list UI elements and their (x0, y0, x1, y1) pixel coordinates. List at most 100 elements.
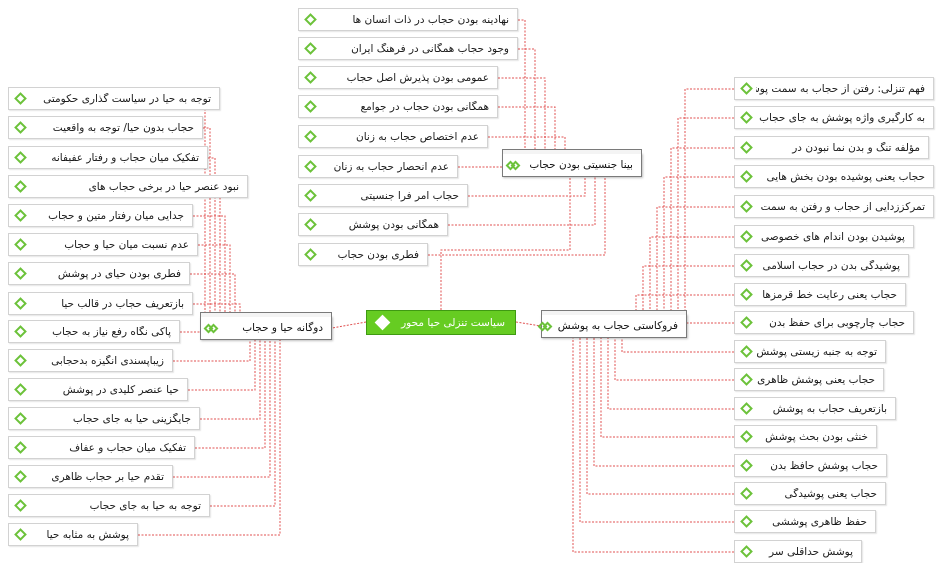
connector-line (428, 153, 606, 256)
connector-line (586, 338, 734, 495)
topic-node[interactable]: توجه به حیا در سیاست گذاری حکومتی (8, 87, 220, 110)
connector-line (190, 273, 236, 316)
branch-topic-right[interactable]: فروکاستی حجاب به پوشش (537, 310, 687, 338)
topic-label: همگانی بودن حجاب در جوامع (360, 100, 489, 113)
topic-node[interactable]: وجود حجاب همگانی در فرهنگ ایران (298, 37, 518, 60)
topic-label: توجه به حیا در سیاست گذاری حکومتی (43, 92, 211, 105)
topic-label: حجاب امر فرا جنسیتی (360, 189, 459, 202)
topic-node[interactable]: به کارگیری واژه پوشش به جای حجاب (734, 106, 934, 129)
topic-label: همگانی بودن پوشش (348, 218, 439, 231)
topic-node[interactable]: حجاب یعنی پوشیدگی (734, 482, 886, 505)
topic-node[interactable]: عدم نسبت میان حیا و حجاب (8, 233, 198, 256)
topic-node[interactable]: فهم تنزلی: رفتن از حجاب به سمت پوشش (734, 77, 934, 100)
topic-node[interactable]: توجه به حیا به جای حجاب (8, 494, 210, 517)
diamond-icon (740, 200, 753, 213)
root-topic-label: سیاست تنزلی حیا محور (401, 316, 505, 329)
connector-line (649, 236, 734, 314)
root-topic[interactable]: سیاست تنزلی حیا محور (366, 310, 516, 335)
topic-label: مؤلفه تنگ و بدن نما نبودن در (792, 141, 920, 154)
diamond-icon (14, 470, 27, 483)
topic-node[interactable]: پوشیدن بودن اندام های خصوصی (734, 225, 914, 248)
topic-node[interactable]: تمرکززدایی از حجاب و رفتن به سمت (734, 195, 934, 218)
diamond-icon (14, 180, 27, 193)
connector-line (173, 340, 251, 362)
topic-node[interactable]: پوشش حداقلی سر (734, 540, 862, 563)
topic-node[interactable]: فطری بودن حجاب (298, 243, 428, 266)
topic-label: به کارگیری واژه پوشش به جای حجاب (759, 111, 925, 124)
diamond-icon (14, 238, 27, 251)
topic-node[interactable]: جدایی میان رفتار متین و حجاب (8, 204, 193, 227)
topic-node[interactable]: جایگزینی حیا به جای حجاب (8, 407, 200, 430)
topic-label: پوشش حداقلی سر (769, 545, 853, 558)
topic-node[interactable]: فطری بودن حیای در پوشش (8, 262, 190, 285)
topic-node[interactable]: حجاب یعنی رعایت خط قرمزها (734, 283, 906, 306)
connector-line (210, 340, 276, 507)
topic-node[interactable]: نبود عنصر حیا در برخی حجاب های (8, 175, 248, 198)
diamond-icon (740, 345, 753, 358)
connector-line (440, 177, 571, 310)
connector-line (677, 117, 734, 314)
connector-line (600, 338, 734, 438)
topic-node[interactable]: حجاب پوشش حافظ بدن (734, 454, 887, 477)
diamond-icon (14, 412, 27, 425)
diamond-icon (740, 459, 753, 472)
topic-node[interactable]: همگانی بودن حجاب در جوامع (298, 95, 498, 118)
topic-node[interactable]: حجاب یعنی پوشش ظاهری (734, 368, 884, 391)
topic-node[interactable]: بازتعریف حجاب در قالب حیا (8, 292, 193, 315)
topic-node[interactable]: نهادینه بودن حجاب در ذات انسان ها (298, 8, 518, 31)
topic-node[interactable]: توجه به جنبه زیستی پوشش (734, 340, 886, 363)
connector-line (188, 340, 256, 391)
diamond-icon (740, 545, 753, 558)
branch-topic-left[interactable]: دوگانه حیا و حجاب (200, 312, 332, 340)
diamond-icon (304, 130, 317, 143)
connector-line (208, 157, 216, 316)
topic-node[interactable]: تفکیک میان حجاب و عفاف (8, 436, 195, 459)
topic-node[interactable]: تفکیک میان حجاب و رفتار عفیفانه (8, 146, 208, 169)
topic-node[interactable]: حجاب یعنی پوشیده بودن بخش هایی (734, 165, 934, 188)
connector-line (663, 176, 734, 314)
topic-node[interactable]: حجاب امر فرا جنسیتی (298, 184, 468, 207)
topic-node[interactable]: زیباپسندی انگیزه بدحجابی (8, 349, 173, 372)
topic-node[interactable]: حجاب چارچوبی برای حفظ بدن (734, 311, 914, 334)
topic-label: حجاب بدون حیا/ توجه به واقعیت (52, 121, 194, 134)
topic-label: حجاب چارچوبی برای حفظ بدن (769, 316, 905, 329)
connector-line (579, 338, 734, 523)
diamond-icon (740, 82, 753, 95)
diamond-icon (740, 430, 753, 443)
topic-node[interactable]: حجاب بدون حیا/ توجه به واقعیت (8, 116, 203, 139)
topic-node[interactable]: پوشش به مثابه حیا (8, 523, 138, 546)
topic-label: پاکی نگاه رفع نیاز به حجاب (52, 325, 171, 338)
topic-label: تفکیک میان حجاب و عفاف (69, 441, 186, 454)
diamond-icon (14, 383, 27, 396)
diamond-icon (374, 314, 391, 331)
topic-node[interactable]: حفظ ظاهری پوششی (734, 510, 876, 533)
topic-label: توجه به حیا به جای حجاب (89, 499, 201, 512)
topic-node[interactable]: عدم انحصار حجاب به زنان (298, 155, 458, 178)
topic-node[interactable]: عدم اختصاص حجاب به زنان (298, 125, 488, 148)
topic-label: جدایی میان رفتار متین و حجاب (48, 209, 184, 222)
diamond-icon (740, 402, 753, 415)
topic-node[interactable]: خنثی بودن بحث پوشش (734, 425, 877, 448)
topic-node[interactable]: عمومی بودن پذیرش اصل حجاب (298, 66, 498, 89)
topic-node[interactable]: همگانی بودن پوشش (298, 213, 448, 236)
connector-line (614, 338, 734, 381)
connector-line (173, 340, 271, 478)
topic-node[interactable]: تقدم حیا بر حجاب ظاهری (8, 465, 173, 488)
topic-node[interactable]: مؤلفه تنگ و بدن نما نبودن در (734, 136, 929, 159)
topic-node[interactable]: پوشیدگی بدن در حجاب اسلامی (734, 254, 909, 277)
double-diamond-icon (505, 160, 521, 170)
diamond-icon (14, 209, 27, 222)
connector-line (448, 153, 596, 226)
topic-label: تفکیک میان حجاب و رفتار عفیفانه (51, 151, 199, 164)
branch-topic-top[interactable]: بینا جنسیتی بودن حجاب (502, 149, 642, 177)
connector-line (200, 340, 261, 420)
topic-label: پوشیدگی بدن در حجاب اسلامی (762, 259, 900, 272)
topic-node[interactable]: حیا عنصر کلیدی در پوشش (8, 378, 188, 401)
diamond-icon (14, 325, 27, 338)
topic-node[interactable]: پاکی نگاه رفع نیاز به حجاب (8, 320, 180, 343)
connector-line (331, 321, 367, 329)
topic-label: حجاب یعنی پوشیده بودن بخش هایی (766, 170, 925, 183)
topic-node[interactable]: بازتعریف حجاب به پوشش (734, 397, 896, 420)
connector-line (193, 215, 226, 316)
